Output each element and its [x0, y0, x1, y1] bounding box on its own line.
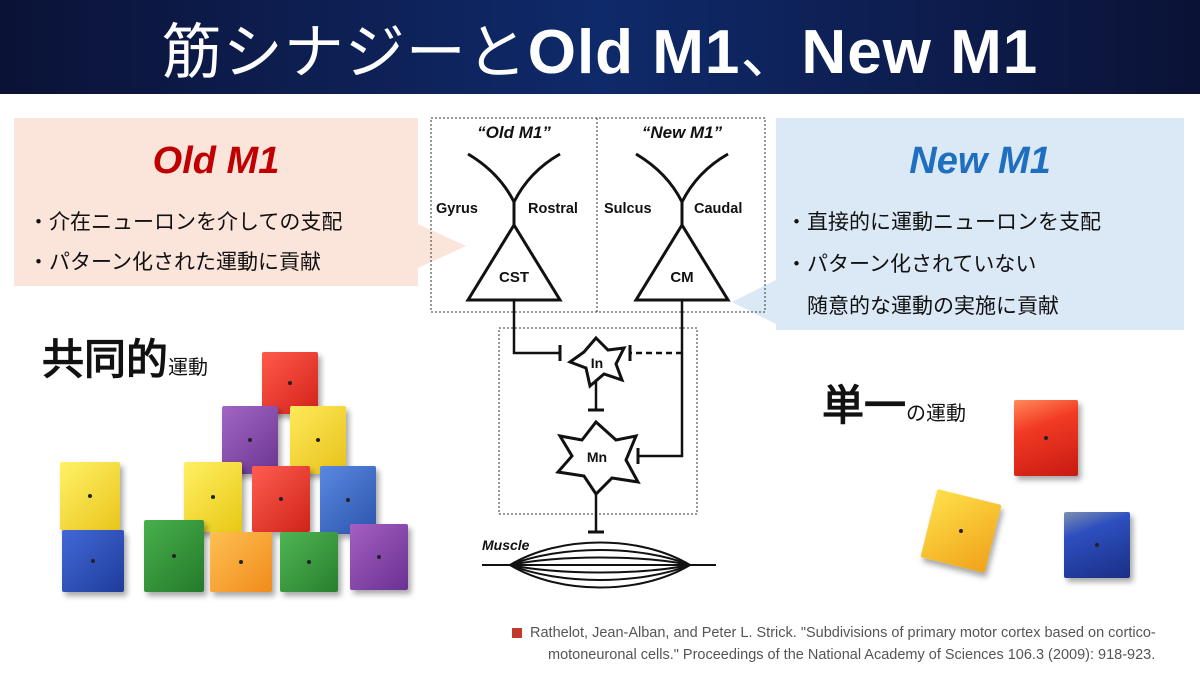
cube [350, 524, 408, 590]
muscle-label: Muscle [482, 537, 530, 553]
single-label-big: 単一 [822, 381, 907, 430]
new-m1-bullet-2: ・パターン化されていない [786, 252, 1037, 276]
cube [920, 489, 1002, 573]
title-bar: 筋シナジーとOld M1、New M1 [0, 0, 1200, 94]
title-separator: 、 [740, 17, 802, 88]
slide-title: 筋シナジーとOld M1、New M1 [162, 4, 1039, 91]
new-m1-dendrite [635, 152, 729, 206]
cst-label: CST [499, 269, 529, 286]
single-label-small: の運動 [906, 401, 967, 425]
cube [280, 532, 338, 592]
cm-neuron-body [633, 222, 731, 302]
old-m1-dendrite [467, 152, 561, 206]
cube [62, 530, 124, 592]
cube [144, 520, 204, 592]
motoneuron-label: Mn [587, 449, 607, 465]
title-japanese: 筋シナジーと [161, 17, 528, 88]
old-m1-title: Old M1 [152, 140, 280, 182]
citation-text-1: Rathelot, Jean-Alban, and Peter L. Stric… [530, 625, 1156, 641]
neural-circuit-diagram: “Old M1” “New M1” Gyrus Rostral Sulcus C… [430, 117, 766, 589]
title-new-m1: New M1 [801, 17, 1039, 87]
citation-line-1: Rathelot, Jean-Alban, and Peter L. Stric… [512, 622, 1156, 644]
interneuron-label: In [591, 355, 603, 371]
new-m1-label: “New M1” [642, 123, 723, 142]
new-m1-title: New M1 [909, 140, 1051, 182]
muscle-fibers [482, 541, 716, 589]
gyrus-label: Gyrus [436, 201, 478, 217]
old-m1-callout-pointer [418, 224, 466, 268]
cube [60, 462, 120, 530]
new-m1-bullet-3: 随意的な運動の実施に貢献 [786, 294, 1059, 318]
cube [320, 466, 376, 534]
cst-axon [512, 300, 560, 355]
citation-marker-icon [512, 628, 522, 638]
old-m1-bullet-2: ・パターン化された運動に貢献 [28, 250, 321, 274]
single-movement-label: 単一の運動 [822, 372, 966, 433]
cube [1064, 512, 1130, 578]
rostral-label: Rostral [528, 201, 578, 217]
caudal-label: Caudal [694, 201, 742, 217]
title-old-m1: Old M1 [527, 17, 741, 87]
cube [262, 352, 318, 414]
cube [290, 406, 346, 474]
cst-neuron-body [465, 222, 563, 302]
new-m1-callout-pointer [732, 280, 776, 324]
synergistic-movement-label: 共同的運動 [42, 326, 208, 387]
cube [1014, 400, 1078, 476]
cube [210, 532, 272, 592]
synergistic-label-big: 共同的 [42, 335, 169, 384]
old-m1-bullet-1: ・介在ニューロンを介しての支配 [28, 210, 343, 234]
sulcus-label: Sulcus [604, 201, 652, 217]
cm-label: CM [670, 269, 693, 286]
cube [252, 466, 310, 532]
interneuron-body [566, 335, 627, 389]
citation: Rathelot, Jean-Alban, and Peter L. Stric… [512, 622, 1156, 666]
synergistic-label-small: 運動 [168, 355, 209, 379]
old-m1-panel: Old M1 ・介在ニューロンを介しての支配 ・パターン化された運動に貢献 [14, 118, 418, 286]
cm-axon-lower [638, 353, 684, 458]
old-m1-label: “Old M1” [477, 123, 551, 142]
new-m1-panel: New M1 ・直接的に運動ニューロンを支配 ・パターン化されていない 随意的な… [776, 118, 1184, 330]
citation-line-2: motoneuronal cells." Proceedings of the … [548, 647, 1156, 663]
new-m1-bullet-1: ・直接的に運動ニューロンを支配 [786, 210, 1101, 234]
